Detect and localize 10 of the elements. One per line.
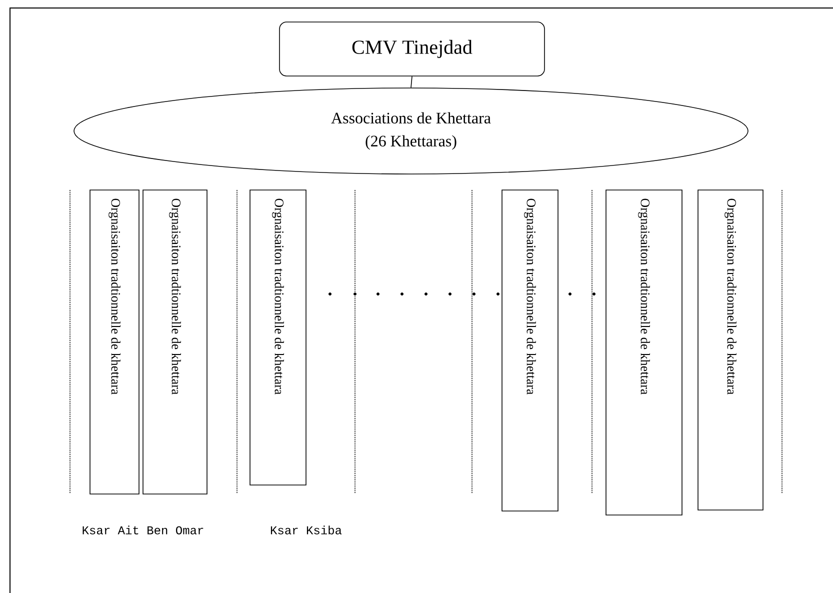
rounded-box: CMV Tinejdad bbox=[279, 22, 545, 76]
vertical-box: Orgnaisaiton tradtionnelle de khettara bbox=[698, 190, 764, 510]
vertical-box: Orgnaisaiton tradtionnelle de khettara bbox=[502, 190, 558, 512]
connector-line bbox=[410, 76, 412, 88]
vertical-box: Orgnaisaiton tradtionnelle de khettara bbox=[250, 190, 306, 486]
site-label: Ksar Ksiba bbox=[270, 526, 342, 534]
site-label: Ksar Ait Ben Omar bbox=[82, 526, 204, 534]
vertical-box: Orgnaisaiton tradtionnelle de khettara bbox=[90, 190, 140, 494]
vertical-box: Orgnaisaiton tradtionnelle de khettara bbox=[142, 190, 208, 494]
vertical-box: Orgnaisaiton tradtionnelle de khettara bbox=[606, 190, 682, 516]
